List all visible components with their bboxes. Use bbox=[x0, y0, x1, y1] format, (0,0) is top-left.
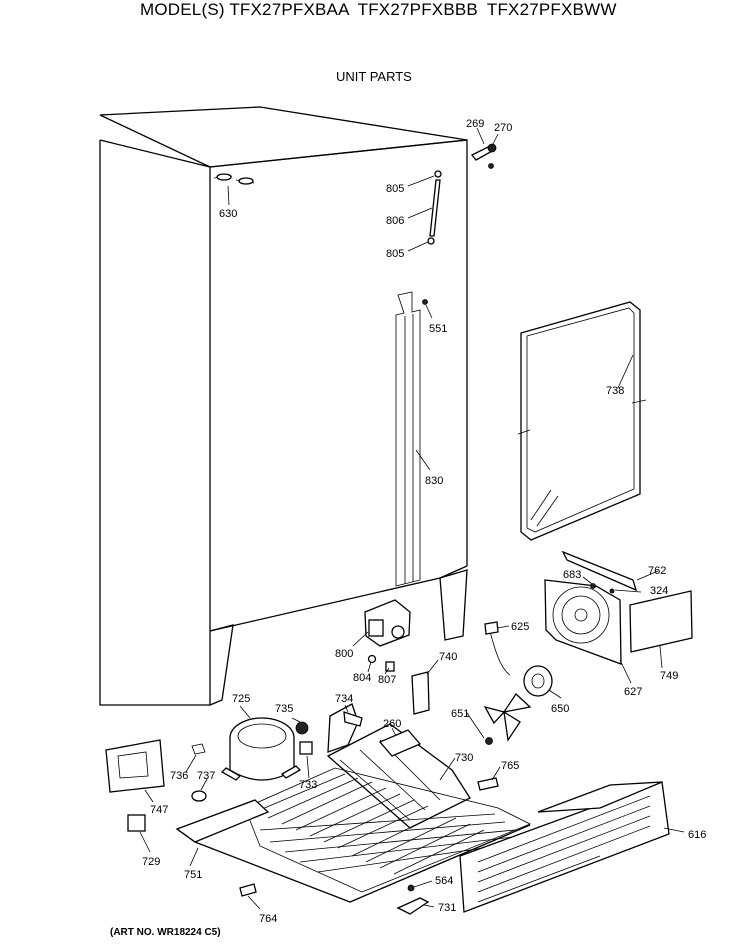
part-label: 730 bbox=[455, 752, 473, 764]
part-label: 651 bbox=[451, 708, 469, 720]
evaporator-fan-assembly bbox=[484, 550, 693, 697]
part-label: 738 bbox=[606, 385, 624, 397]
model-1: TFX27PFXBAA bbox=[229, 0, 349, 19]
compressor bbox=[220, 703, 363, 781]
part-label: 260 bbox=[383, 718, 401, 730]
part-label: 630 bbox=[219, 208, 237, 220]
part-label: 625 bbox=[511, 621, 529, 633]
part-label: 762 bbox=[648, 565, 666, 577]
part-label: 765 bbox=[501, 760, 519, 772]
door-gasket bbox=[517, 301, 647, 541]
part-label: 270 bbox=[494, 122, 512, 134]
fan-blade bbox=[483, 693, 532, 745]
part-label: 800 bbox=[335, 648, 353, 660]
part-label: 764 bbox=[259, 913, 277, 925]
part-label: 805 bbox=[386, 183, 404, 195]
part-label: 749 bbox=[660, 670, 678, 682]
rear-grille bbox=[459, 781, 670, 913]
part-label: 805 bbox=[386, 248, 404, 260]
part-label: 616 bbox=[688, 829, 706, 841]
condenser bbox=[326, 723, 471, 829]
part-label: 735 bbox=[275, 703, 293, 715]
part-label: 551 bbox=[429, 323, 447, 335]
part-label: 683 bbox=[563, 569, 581, 581]
part-label: 751 bbox=[184, 869, 202, 881]
model-2: TFX27PFXBBB bbox=[357, 0, 478, 19]
part-label: 564 bbox=[435, 875, 453, 887]
top-hardware bbox=[213, 143, 497, 305]
part-label: 731 bbox=[438, 902, 456, 914]
cabinet-outline bbox=[99, 106, 468, 706]
part-label: 747 bbox=[150, 804, 168, 816]
part-label: 627 bbox=[624, 686, 642, 698]
model-3: TFX27PFXBWW bbox=[486, 0, 617, 19]
base-pan bbox=[175, 799, 531, 903]
part-label: 740 bbox=[439, 651, 457, 663]
part-label: 324 bbox=[650, 585, 668, 597]
part-label: 725 bbox=[232, 693, 250, 705]
models-label: MODEL(S) bbox=[140, 0, 225, 19]
section-title: UNIT PARTS bbox=[336, 69, 412, 84]
part-labels: 269 270 805 806 805 630 551 738 830 762 … bbox=[142, 118, 706, 925]
part-label: 806 bbox=[386, 215, 404, 227]
part-label: 734 bbox=[335, 693, 353, 705]
part-label: 736 bbox=[170, 770, 188, 782]
art-number: (ART NO. WR18224 C5) bbox=[110, 927, 221, 938]
part-label: 807 bbox=[378, 674, 396, 686]
part-label: 650 bbox=[551, 703, 569, 715]
leader-lines bbox=[139, 127, 685, 910]
model-header: MODEL(S) TFX27PFXBAA TFX27PFXBBB TFX27PF… bbox=[140, 0, 617, 20]
part-label: 737 bbox=[197, 770, 215, 782]
valve-assembly bbox=[364, 599, 430, 715]
left-brackets bbox=[105, 739, 499, 915]
part-label: 269 bbox=[466, 118, 484, 130]
part-label: 729 bbox=[142, 856, 160, 868]
condenser-coil bbox=[244, 767, 531, 893]
part-label: 804 bbox=[353, 672, 371, 684]
part-label: 733 bbox=[299, 779, 317, 791]
part-label: 830 bbox=[425, 475, 443, 487]
